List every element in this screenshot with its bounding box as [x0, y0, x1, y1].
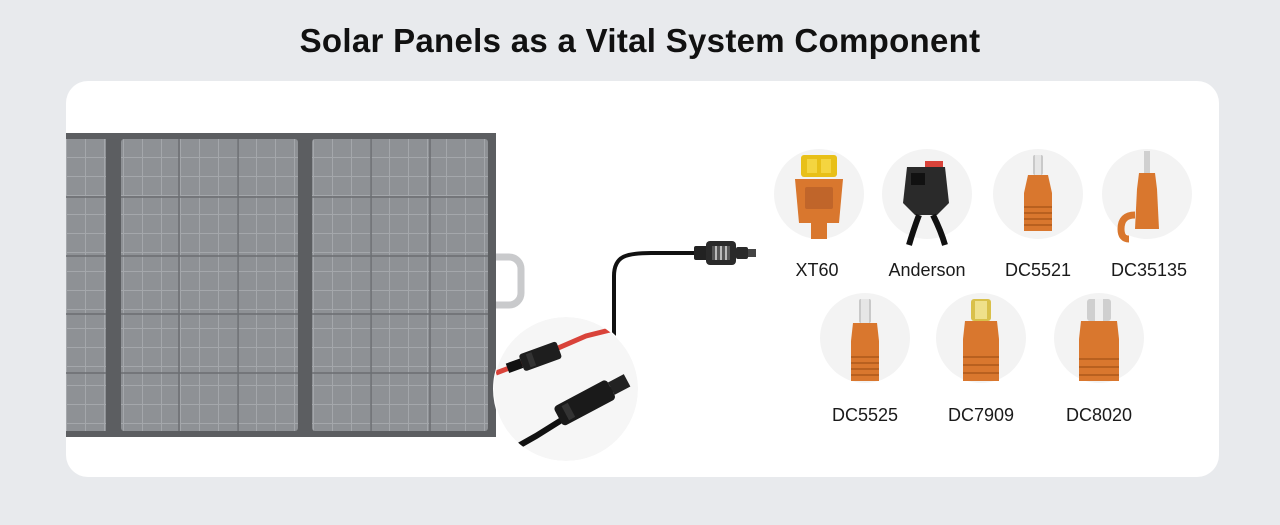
connector-label: Anderson — [888, 260, 966, 280]
xt60-connector-icon — [795, 155, 843, 239]
panel-section-1 — [66, 139, 106, 431]
connector-dc8020 — [1051, 293, 1147, 393]
anderson-connector-icon — [903, 161, 949, 246]
dc35135-connector-icon — [1117, 151, 1159, 243]
connector-label: DC7909 — [947, 405, 1015, 425]
connector-dc35135 — [1099, 149, 1195, 249]
connector-dc5525 — [817, 293, 913, 393]
mc4-connectors-icon — [494, 317, 638, 461]
connector-label: DC8020 — [1065, 405, 1133, 425]
dc8020-connector-icon — [1079, 299, 1119, 381]
connector-xt60 — [771, 149, 867, 249]
connector-label: DC5525 — [831, 405, 899, 425]
connector-anderson — [879, 149, 975, 249]
page-title: Solar Panels as a Vital System Component — [299, 22, 981, 59]
panel-section-2 — [121, 139, 298, 431]
cable-plug-icon — [694, 241, 756, 265]
connector-dc7909 — [933, 293, 1029, 393]
connector-dc5521 — [990, 149, 1086, 249]
dc5525-connector-icon — [851, 299, 879, 381]
connector-label: XT60 — [795, 260, 839, 280]
content-card: XT60 Anderson DC5521 — [66, 81, 1219, 477]
connector-label: DC5521 — [1004, 260, 1072, 280]
panel-section-3 — [312, 139, 488, 431]
dc5521-connector-icon — [1024, 155, 1052, 231]
solar-panel-illustration — [66, 133, 756, 462]
dc7909-connector-icon — [963, 299, 999, 381]
connector-label: DC35135 — [1110, 260, 1188, 280]
